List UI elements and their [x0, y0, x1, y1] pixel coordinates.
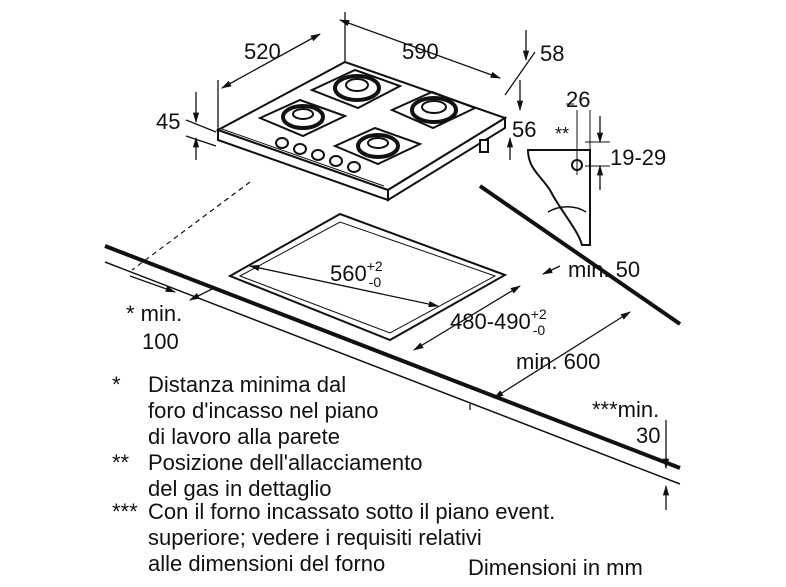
- dim-min30-label: ***min.: [592, 397, 660, 422]
- cutout-depth-value: 480-490: [450, 309, 531, 334]
- cutout-depth-tol-plus: +2: [530, 306, 547, 322]
- hob-outline: [215, 60, 508, 202]
- dim-min600: min. 600: [516, 349, 601, 374]
- note-3-line-3: alle dimensioni del forno: [148, 551, 386, 576]
- note-1-line-3: di lavoro alla parete: [148, 424, 341, 449]
- dim-58: 58: [540, 41, 565, 66]
- cutout-width-value: 560: [330, 261, 367, 286]
- note-1: * Distanza minima dal foro d'incasso nel …: [112, 372, 378, 450]
- note-2: ** Posizione dell'allacciamento del gas i…: [112, 450, 422, 502]
- note-1-line-2: foro d'incasso nel piano: [148, 398, 379, 423]
- note-1-marker: *: [112, 372, 121, 397]
- note-3-marker: ***: [112, 499, 138, 524]
- dim-height: 45: [156, 109, 181, 134]
- dim-min30-value: 30: [636, 423, 661, 448]
- burners: [281, 74, 458, 159]
- dim-cutout-depth: 480-490+2-0: [450, 306, 547, 338]
- gas-connection-detail: [526, 103, 610, 246]
- dim-depth: 590: [402, 39, 439, 64]
- cutout: [227, 212, 508, 342]
- note-1-line-1: Distanza minima dal: [148, 372, 347, 397]
- dim-min100-label: * min.: [126, 301, 183, 326]
- gas-marker: **: [555, 124, 570, 144]
- dim-min100-value: 100: [142, 329, 179, 354]
- burner-grids: [257, 68, 478, 166]
- dim-cutout-width: 560+2-0: [330, 258, 383, 290]
- dim-range: 19-29: [610, 145, 667, 170]
- worktop: [104, 184, 682, 485]
- dim-26: 26: [566, 87, 591, 112]
- dim-56: 56: [512, 117, 537, 142]
- cutout-width-tol-minus: -0: [368, 274, 382, 290]
- dim-width: 520: [244, 39, 281, 64]
- note-2-line-2: del gas in dettaglio: [148, 476, 332, 501]
- dim-min50: min. 50: [568, 257, 641, 282]
- units-label: Dimensioni in mm: [468, 555, 643, 580]
- note-3-line-2: superiore; vedere i requisiti relativi: [148, 525, 482, 550]
- note-2-line-1: Posizione dell'allacciamento: [148, 450, 423, 475]
- control-knobs: [275, 137, 489, 173]
- dimension-lines: [129, 12, 670, 510]
- cutout-width-tol-plus: +2: [366, 258, 383, 274]
- note-3-line-1: Con il forno incassato sotto il piano ev…: [148, 499, 556, 524]
- note-2-marker: **: [112, 450, 130, 475]
- note-3: *** Con il forno incassato sotto il piano…: [112, 499, 555, 577]
- cutout-depth-tol-minus: -0: [532, 322, 546, 338]
